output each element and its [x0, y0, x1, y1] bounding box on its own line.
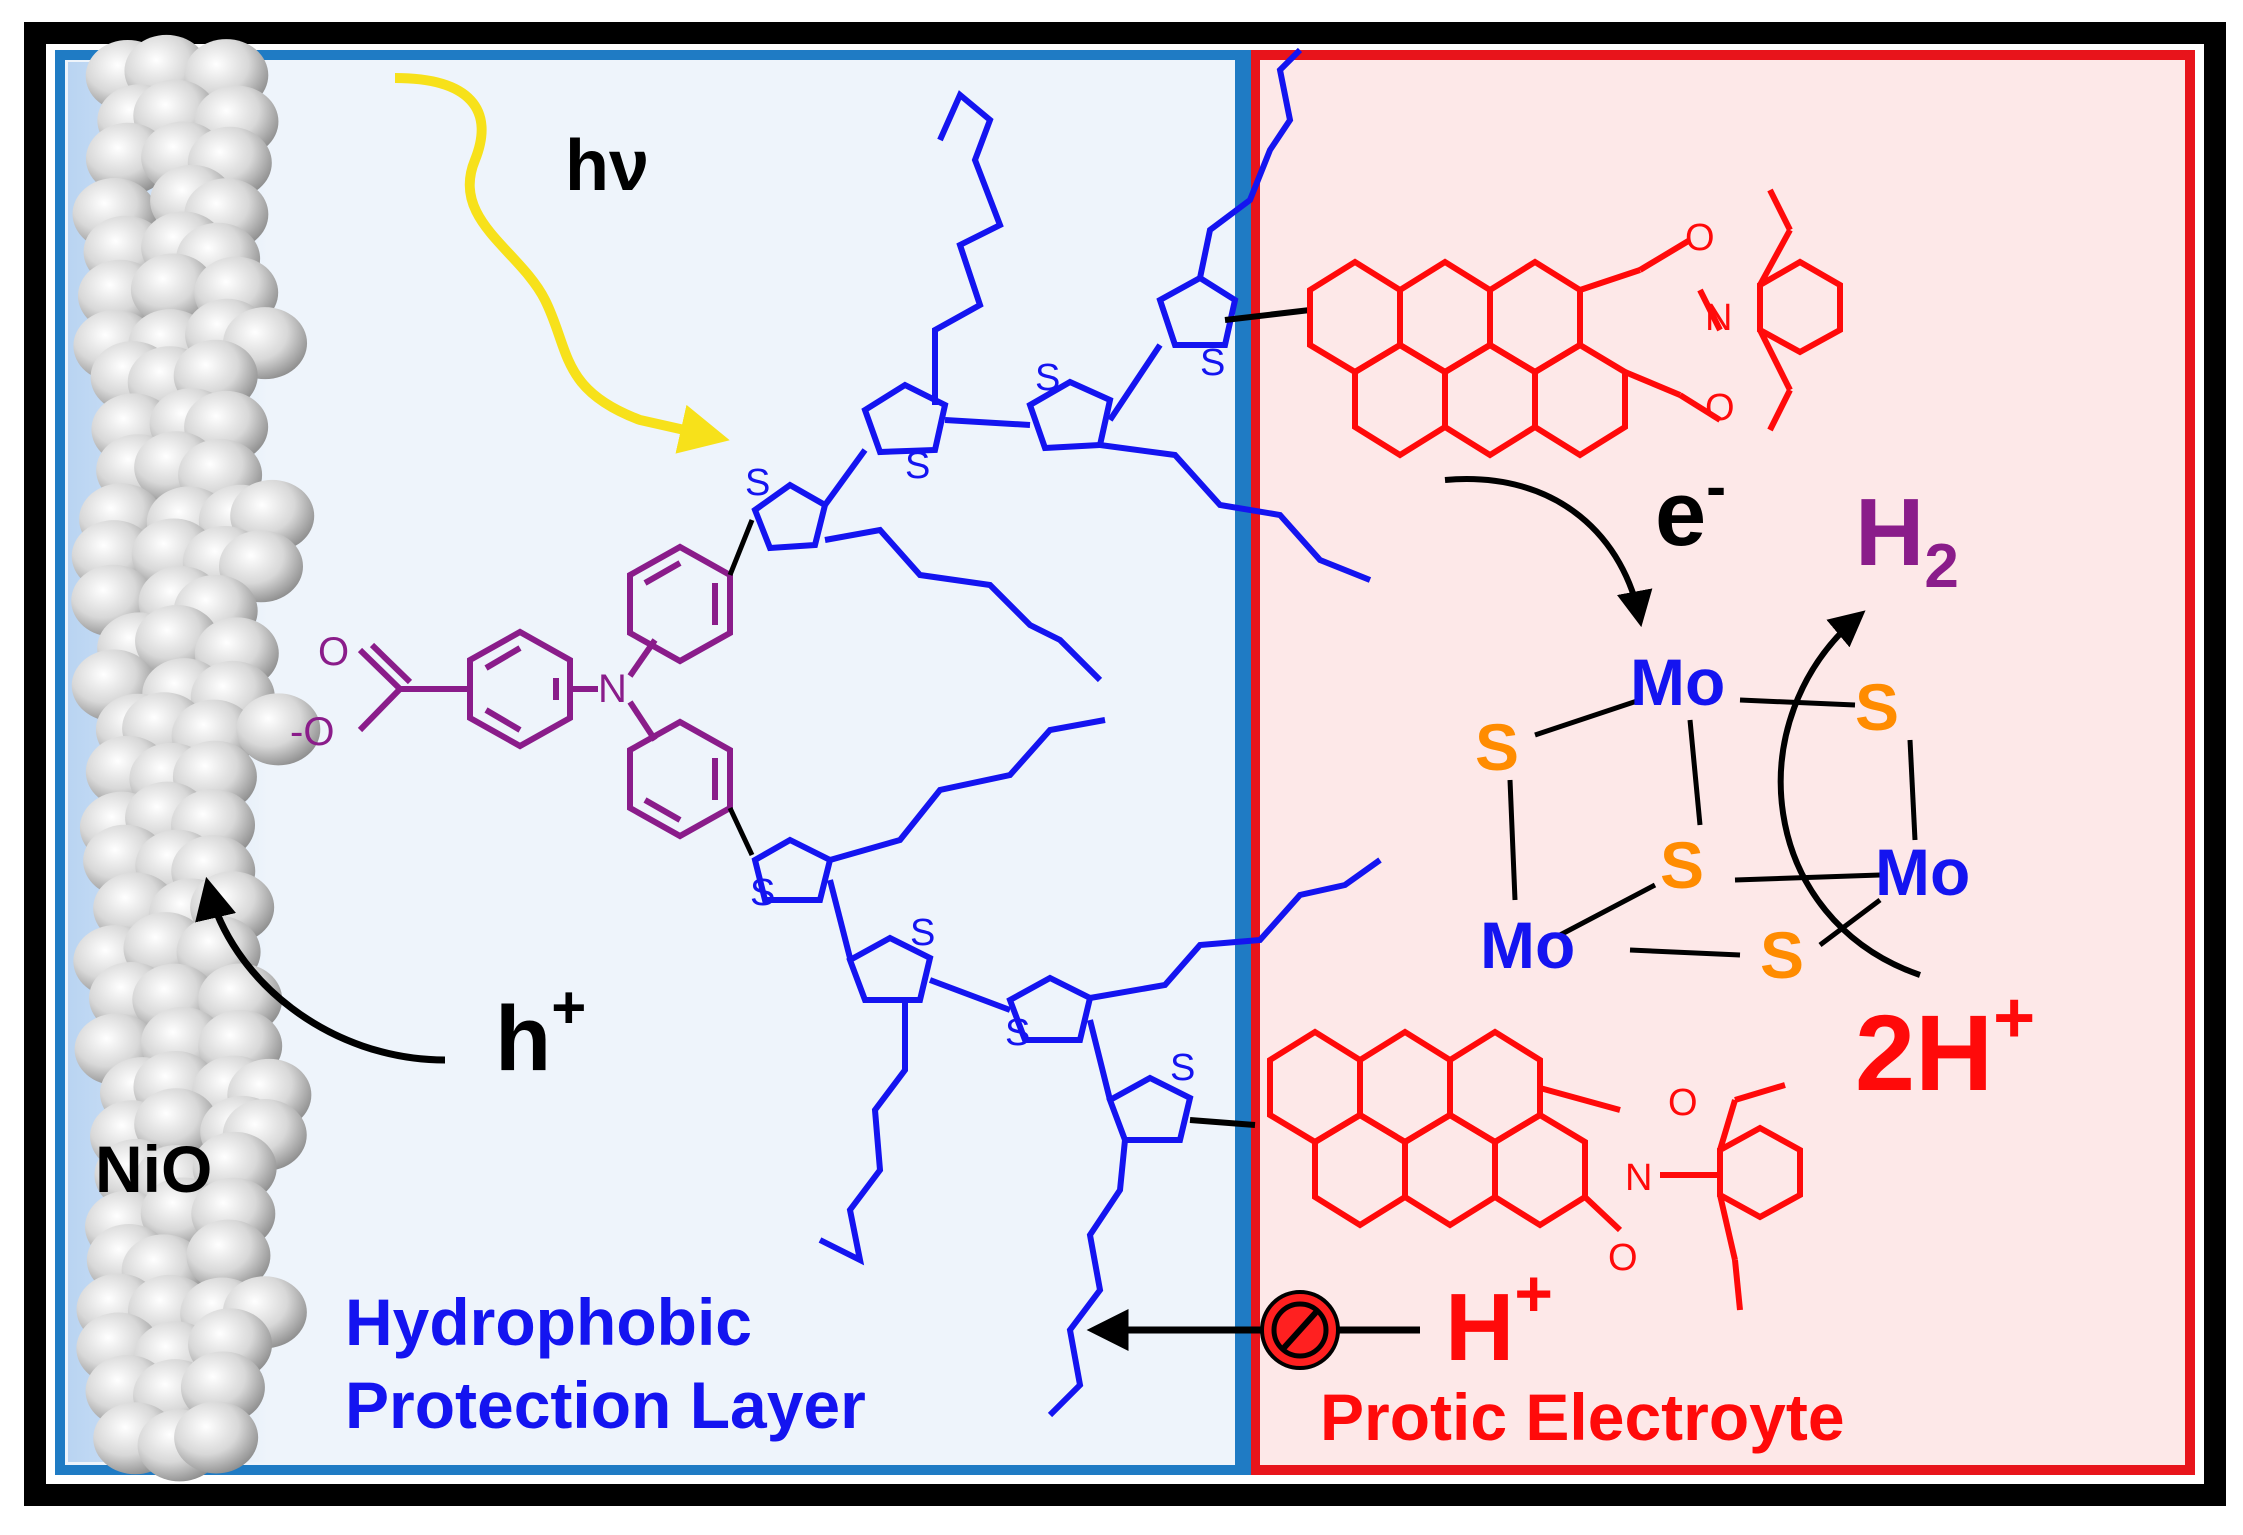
imide-oxygen-label: O — [1668, 1082, 1698, 1124]
imide-nitrogen-label: N — [1625, 1157, 1652, 1199]
thiophene-s-label: S — [1005, 1012, 1030, 1054]
molybdenum-label: Mo — [1875, 835, 1970, 909]
hole-label: h+ — [495, 974, 586, 1090]
nio-bead — [236, 693, 321, 766]
electron-arrow — [1444, 476, 1653, 628]
thiophene-s-label: S — [1200, 342, 1225, 384]
upper-oligothiophene — [751, 47, 1372, 683]
imide-oxygen-label: O — [1685, 217, 1715, 259]
nio-bead — [130, 253, 215, 326]
imide-nitrogen-label: N — [1705, 297, 1732, 339]
proton-label: H+ — [1445, 1256, 1553, 1381]
hydrophobic-layer-label-line1: Hydrophobic — [345, 1285, 752, 1359]
molybdenum-label: Mo — [1630, 645, 1725, 719]
photon-arrow — [394, 73, 730, 454]
thiophene-s-label: S — [910, 912, 935, 954]
electron-label: e- — [1655, 453, 1726, 565]
thiophene-s-label: S — [1170, 1047, 1195, 1089]
sulfur-label: S — [1475, 710, 1519, 784]
thiophene-s-label: S — [745, 462, 770, 504]
sulfur-label: S — [1660, 828, 1704, 902]
electrolyte-label: Protic Electroyte — [1320, 1380, 1845, 1454]
lower-oligothiophene — [751, 717, 1382, 1418]
carboxyl-oxygen-label: O — [318, 630, 349, 674]
hydrophobic-layer-label-line2: Protection Layer — [345, 1368, 866, 1442]
mos-cluster-bonds — [1507, 697, 1918, 958]
right-panel — [1250, 50, 2195, 1475]
prohibited-icon — [1260, 1290, 1340, 1370]
hole-arrow — [195, 876, 446, 1064]
carboxylate-oxygen-label: -O — [290, 710, 334, 754]
proton-reduction-arrow — [1777, 610, 1921, 978]
upper-linker-bond — [727, 519, 755, 576]
molybdenum-label: Mo — [1480, 908, 1575, 982]
h2-label: H2 — [1855, 479, 1959, 601]
nio-bead — [174, 1401, 259, 1474]
imide-oxygen-label: O — [1608, 1237, 1638, 1279]
lower-linker-bond — [727, 806, 755, 857]
sulfur-label: S — [1760, 918, 1804, 992]
thiophene-s-label: S — [1035, 357, 1060, 399]
nio-bead — [186, 1219, 271, 1292]
nio-bead — [134, 1088, 219, 1161]
sulfur-label: S — [1855, 670, 1899, 744]
thiophene-s-label: S — [905, 445, 930, 487]
nio-nanoparticles — [71, 34, 321, 1482]
two-protons-label: 2H+ — [1855, 978, 2035, 1113]
amine-nitrogen-label: N — [598, 667, 627, 711]
upper-perylene-diimide — [1224, 188, 1843, 459]
thiophene-s-label: S — [750, 872, 775, 914]
photon-label: hν — [565, 126, 649, 206]
nio-label: NiO — [95, 1132, 212, 1206]
imide-oxygen-label: O — [1705, 387, 1735, 429]
lower-perylene-diimide — [1267, 1028, 1803, 1311]
